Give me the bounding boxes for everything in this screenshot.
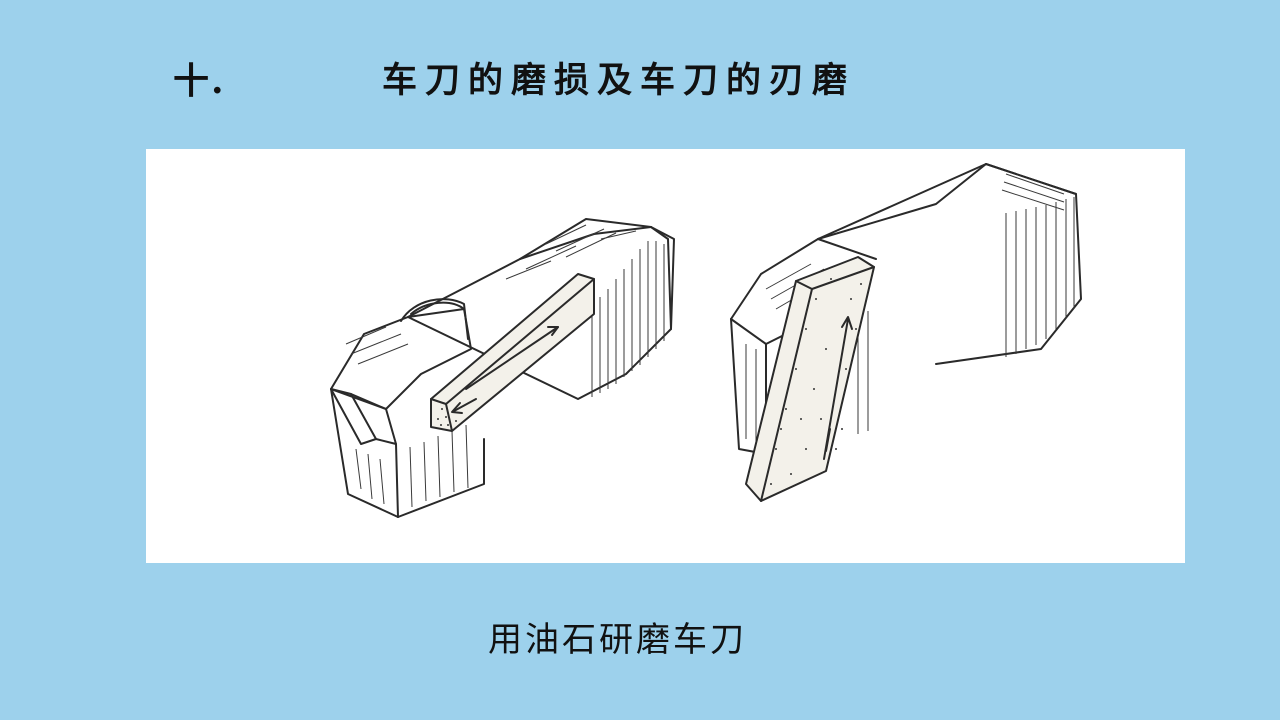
left-turning-tool	[330, 218, 675, 518]
figure-caption: 用油石研磨车刀	[488, 620, 747, 660]
illustration-panel	[146, 149, 1185, 563]
slide-title: 车刀的磨损及车刀的刃磨	[382, 60, 856, 101]
honing-illustration	[330, 163, 1082, 518]
right-turning-tool	[730, 163, 1082, 502]
slide-title-number: 十.	[173, 60, 226, 102]
